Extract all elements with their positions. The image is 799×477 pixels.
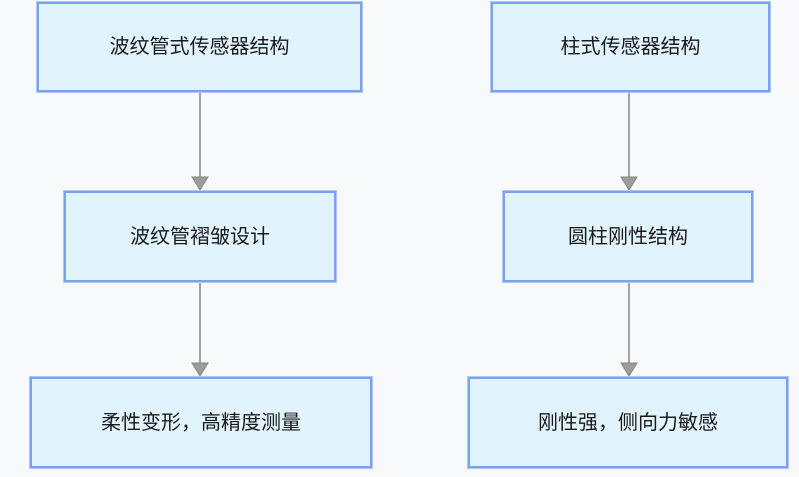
node-label: 刚性强，侧向力敏感 (538, 411, 718, 434)
node-cylinder-rigid-structure: 圆柱刚性结构 (503, 191, 753, 282)
node-label: 波纹管式传感器结构 (109, 36, 290, 58)
node-bellows-sensor-structure: 波纹管式传感器结构 (37, 2, 362, 92)
node-label: 柔性变形，高精度测量 (101, 411, 301, 434)
node-label: 圆柱刚性结构 (568, 225, 688, 248)
node-rigid-lateral-force-result: 刚性强，侧向力敏感 (468, 377, 788, 468)
arrow-bellows-structure-to-design (191, 93, 209, 191)
node-bellows-fold-design: 波纹管褶皱设计 (64, 191, 336, 282)
arrow-column-rigid-to-result (620, 283, 638, 377)
node-label: 柱式传感器结构 (560, 36, 701, 58)
arrow-column-structure-to-rigid (620, 93, 638, 191)
node-column-sensor-structure: 柱式传感器结构 (491, 2, 770, 92)
node-label: 波纹管褶皱设计 (130, 225, 270, 248)
arrow-bellows-design-to-result (191, 283, 209, 377)
node-flexible-deformation-result: 柔性变形，高精度测量 (30, 377, 372, 468)
